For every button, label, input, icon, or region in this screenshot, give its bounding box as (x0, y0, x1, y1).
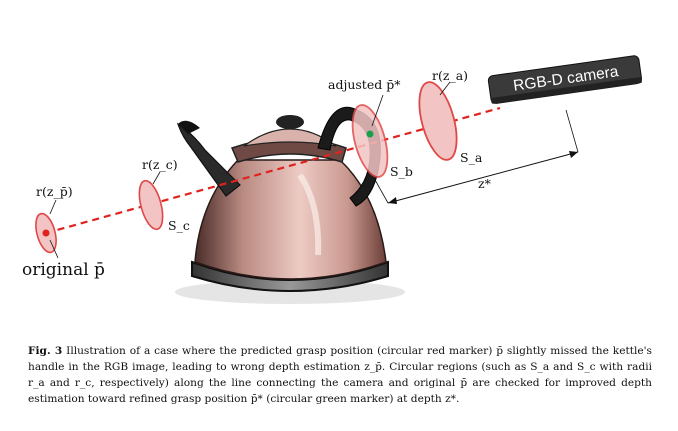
lid-knob (276, 115, 304, 129)
label-r-zp: r(z_p̄) (36, 184, 73, 199)
region-disk-Sa (418, 81, 458, 161)
kettle-handle (317, 106, 381, 207)
region-disk-Sc (138, 179, 164, 231)
leader-original (49, 239, 59, 259)
depth-ext-left (373, 177, 389, 204)
caption-text: Illustration of a case where the predict… (28, 345, 652, 405)
label-r-zc: r(z_c) (142, 157, 178, 172)
depth-ext-right (565, 109, 579, 153)
label-S-c: S_c (168, 218, 190, 233)
label-S-a: S_a (460, 150, 483, 165)
kettle-base (191, 260, 389, 292)
original-marker (42, 229, 50, 237)
kettle-body (194, 159, 387, 280)
body-highlight (297, 173, 322, 256)
leader-adjusted (371, 94, 384, 127)
camera-ray (45, 106, 501, 235)
caption-fig-label: Fig. 3 (28, 345, 63, 357)
kettle-illustration (35, 55, 643, 304)
region-disk-Sb (351, 104, 389, 178)
spout-tip (178, 120, 200, 134)
depth-arrow (387, 151, 579, 204)
depth-arrow-head-left (388, 197, 397, 204)
label-adjusted: adjusted p̄* (328, 77, 401, 92)
adjusted-marker (366, 130, 374, 138)
label-z-star: z* (478, 176, 491, 191)
label-original: original p̄ (22, 260, 105, 280)
figure-illustration: r(z_p̄) original p̄ r(z_c) S_c adjusted … (22, 55, 643, 304)
depth-arrow-head-right (569, 151, 578, 158)
leader-r-za (439, 81, 451, 96)
label-S-b: S_b (390, 164, 413, 179)
rgbd-camera (487, 55, 643, 104)
figure-caption: Fig. 3 Illustration of a case where the … (28, 343, 652, 407)
leader-r-zp (49, 199, 57, 215)
leader-r-zc (152, 171, 161, 185)
kettle-lid (243, 128, 337, 147)
kettle-spout (176, 122, 241, 197)
label-r-za: r(z_a) (432, 68, 469, 83)
